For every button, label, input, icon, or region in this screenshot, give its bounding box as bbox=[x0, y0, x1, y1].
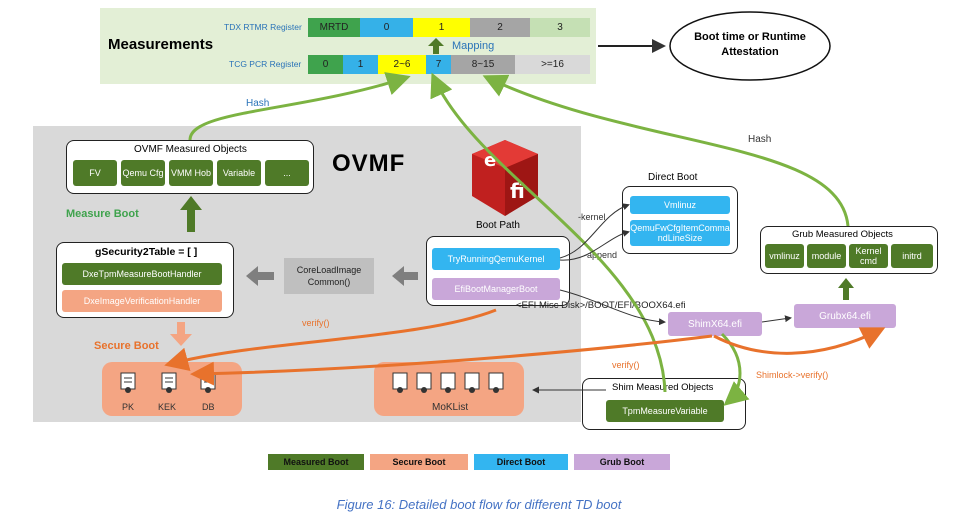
grub-item-initrd: initrd bbox=[891, 244, 933, 268]
tcg-cell-16: >=16 bbox=[515, 55, 590, 74]
svg-text:fi: fi bbox=[510, 179, 525, 203]
tdx-cell-2: 2 bbox=[470, 18, 530, 37]
handler-image-verification: DxeImageVerificationHandler bbox=[62, 290, 222, 312]
left-arrow-bootpath-icon bbox=[392, 266, 418, 286]
handler-measure-boot: DxeTpmMeasureBootHandler bbox=[62, 263, 222, 285]
secure-boot-label: Secure Boot bbox=[94, 340, 159, 352]
shimlock-verify-label: Shimlock->verify() bbox=[756, 370, 829, 380]
key-kek-label: KEK bbox=[158, 402, 177, 412]
moklist-cert-icons bbox=[392, 372, 510, 396]
verify-ovmf-label: verify() bbox=[302, 318, 330, 328]
moklist-label: MoKList bbox=[432, 402, 469, 413]
tdx-register-row: MRTD 0 1 2 3 bbox=[308, 18, 590, 37]
tdx-cell-3: 3 bbox=[530, 18, 590, 37]
tcg-cell-0: 0 bbox=[308, 55, 343, 74]
ovmf-title: OVMF bbox=[332, 150, 406, 177]
ovmf-item-variable: Variable bbox=[217, 160, 261, 186]
vmlinuz-box: Vmlinuz bbox=[630, 196, 730, 214]
mapping-label: Mapping bbox=[452, 40, 495, 52]
tdx-cell-mrtd: MRTD bbox=[308, 18, 360, 37]
measurements-title: Measurements bbox=[108, 36, 214, 53]
uefi-logo-icon: e fi bbox=[470, 138, 540, 218]
grub-item-vmlinuz: vmlinuz bbox=[765, 244, 804, 268]
grub-up-arrow-icon bbox=[838, 278, 854, 300]
core-load-image-box: CoreLoadImage Common() bbox=[284, 258, 374, 294]
measure-up-arrow-icon bbox=[180, 196, 202, 232]
tpm-measure-variable: TpmMeasureVariable bbox=[606, 400, 724, 422]
db-cert-icon bbox=[200, 372, 216, 396]
grub-item-kernel-cmd: Kernel cmd bbox=[849, 244, 888, 268]
tcg-register-label: TCG PCR Register bbox=[229, 59, 302, 69]
efi-path-label: <EFI Misc Disk>/BOOT/EFI/BOOX64.efi bbox=[516, 300, 686, 311]
kernel-flag-label: -kernel bbox=[578, 212, 606, 222]
legend-secure-boot: Secure Boot bbox=[370, 454, 468, 470]
figure-caption: Figure 16: Detailed boot flow for differ… bbox=[336, 496, 622, 512]
down-arrow-secure-icon bbox=[170, 322, 192, 346]
attestation-label: Boot time or Runtime Attestation bbox=[694, 31, 806, 58]
grub-item-module: module bbox=[807, 244, 846, 268]
mapping-arrow-icon bbox=[428, 38, 444, 54]
tdx-cell-0: 0 bbox=[360, 18, 413, 37]
hash-left-label: Hash bbox=[246, 98, 270, 109]
tcg-cell-1: 1 bbox=[343, 55, 378, 74]
try-running-qemu-kernel: TryRunningQemuKernel bbox=[432, 248, 560, 270]
ovmf-measured-objects-title: OVMF Measured Objects bbox=[134, 144, 247, 155]
verify-shim-label: verify() bbox=[612, 360, 640, 370]
key-db-label: DB bbox=[202, 402, 215, 412]
pk-cert-icon bbox=[120, 372, 136, 396]
tcg-cell-2-6: 2~6 bbox=[378, 55, 426, 74]
measure-boot-label: Measure Boot bbox=[66, 208, 139, 220]
legend-measured-boot: Measured Boot bbox=[268, 454, 364, 470]
key-pk-label: PK bbox=[122, 402, 135, 412]
boot-path-label: Boot Path bbox=[476, 220, 520, 231]
shim-x64-efi: ShimX64.efi bbox=[668, 312, 762, 336]
legend-direct-boot: Direct Boot bbox=[474, 454, 568, 470]
hash-right-label: Hash bbox=[748, 134, 772, 145]
ovmf-item-vmm-hob: VMM Hob bbox=[169, 160, 213, 186]
grub-measured-objects-title: Grub Measured Objects bbox=[792, 229, 893, 240]
tcg-cell-7: 7 bbox=[426, 55, 451, 74]
tdx-cell-1: 1 bbox=[413, 18, 470, 37]
direct-boot-title: Direct Boot bbox=[648, 172, 698, 183]
tcg-register-row: 0 1 2~6 7 8~15 >=16 bbox=[308, 55, 590, 74]
grub-x64-efi: Grubx64.efi bbox=[794, 304, 896, 328]
ovmf-item-fv: FV bbox=[73, 160, 117, 186]
gsecurity-title: gSecurity2Table = [ ] bbox=[95, 246, 198, 258]
svg-text:e: e bbox=[484, 150, 496, 171]
cmdline-size-box: QemuFwCfgItemCommandLineSize bbox=[630, 220, 730, 246]
tcg-cell-8-15: 8~15 bbox=[451, 55, 515, 74]
legend-grub-boot: Grub Boot bbox=[574, 454, 670, 470]
kek-cert-icon bbox=[161, 372, 177, 396]
shim-measured-objects-title: Shim Measured Objects bbox=[612, 382, 714, 393]
append-flag-label: -append bbox=[584, 250, 618, 260]
tdx-register-label: TDX RTMR Register bbox=[224, 22, 302, 32]
ovmf-item-more: ... bbox=[265, 160, 309, 186]
ovmf-item-qemu-cfg: Qemu Cfg bbox=[121, 160, 165, 186]
left-arrow-coreload-icon bbox=[246, 266, 274, 286]
efi-boot-manager-boot: EfiBootManagerBoot bbox=[432, 278, 560, 300]
